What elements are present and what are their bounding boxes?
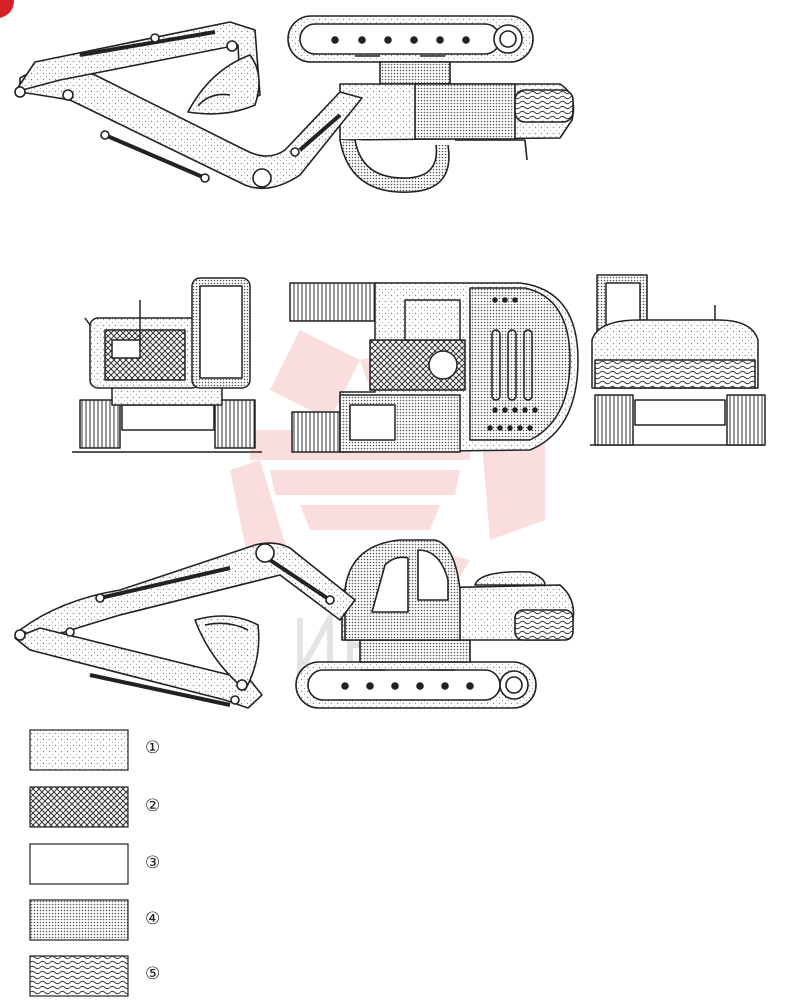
excavator-side-view-transport xyxy=(14,15,575,193)
excavator-side-view-working xyxy=(14,539,575,709)
excavator-rear-view xyxy=(590,274,766,446)
legend-label-2: ② xyxy=(145,796,161,816)
legend-swatch-2 xyxy=(29,786,129,828)
legend-swatch-4 xyxy=(29,899,129,941)
excavator-front-view xyxy=(72,277,262,453)
corner-mark xyxy=(0,0,14,18)
legend xyxy=(29,729,129,997)
legend-swatch-5 xyxy=(29,955,129,997)
legend-swatch-1 xyxy=(29,729,129,771)
legend-label-1: ① xyxy=(145,738,161,758)
legend-label-4: ④ xyxy=(145,909,161,929)
excavator-top-view xyxy=(289,282,579,453)
legend-swatch-3 xyxy=(29,843,129,885)
legend-label-3: ③ xyxy=(145,853,161,873)
legend-label-5: ⑤ xyxy=(145,964,161,984)
